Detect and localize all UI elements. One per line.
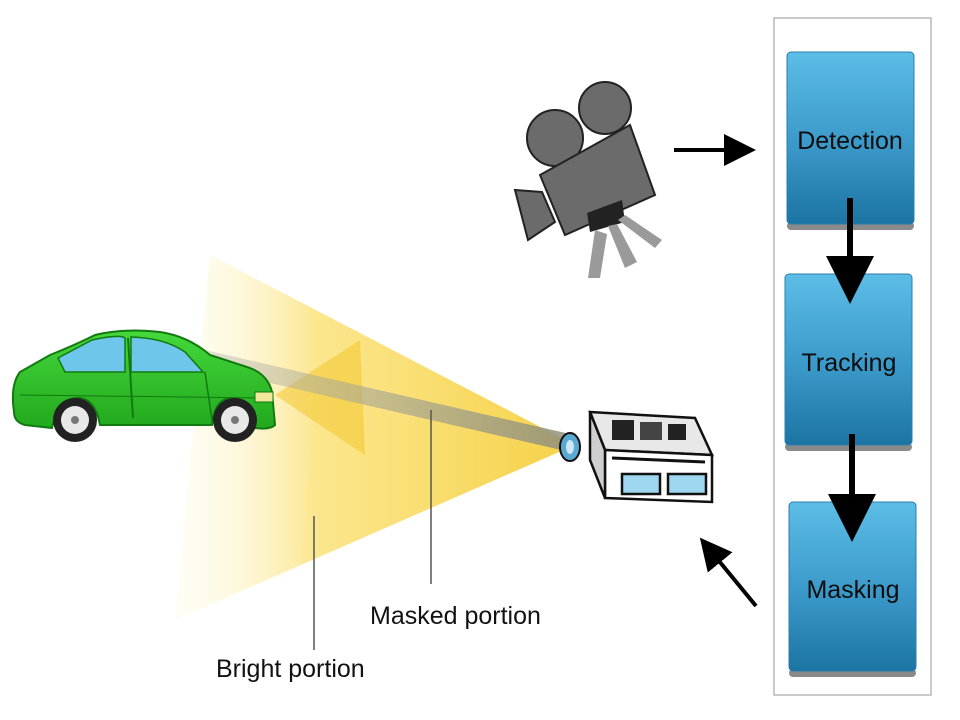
masking-label: Masking: [806, 576, 899, 604]
tracking-box: Tracking: [784, 273, 913, 451]
tracking-label: Tracking: [802, 349, 897, 377]
projector-icon: [559, 410, 714, 504]
detection-box: Detection: [786, 51, 915, 230]
masking-box: Masking: [788, 501, 917, 677]
masked-beam: [205, 350, 570, 452]
detection-label: Detection: [797, 127, 903, 155]
masking-to-projector-arrow: [699, 537, 758, 608]
bright-portion-label: Bright portion: [216, 655, 365, 683]
car-icon: [11, 329, 277, 442]
video-camera-icon: [513, 81, 662, 278]
masked-portion-label: Masked portion: [370, 602, 541, 630]
